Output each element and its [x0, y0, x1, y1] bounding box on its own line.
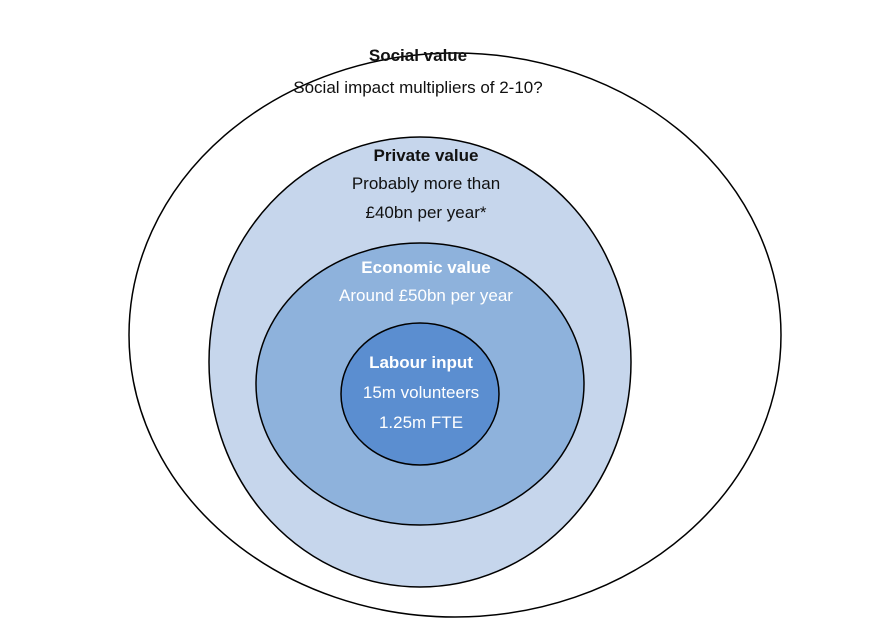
social-value-title: Social value	[368, 46, 468, 65]
economic-value-description: Around £50bn per year	[339, 286, 513, 305]
social-value-description: Social impact multipliers of 2-10?	[293, 78, 543, 97]
labour-input-line-1: 15m volunteers	[362, 383, 480, 402]
ring-labour-input	[340, 322, 500, 466]
economic-value-title: Economic value	[361, 258, 491, 277]
private-value-line-1: Probably more than	[351, 174, 501, 193]
labour-input-line-2: 1.25m FTE	[378, 413, 464, 432]
private-value-title: Private value	[373, 146, 479, 165]
private-value-line-2: £40bn per year*	[365, 203, 487, 222]
labour-input-title: Labour input	[369, 353, 473, 372]
